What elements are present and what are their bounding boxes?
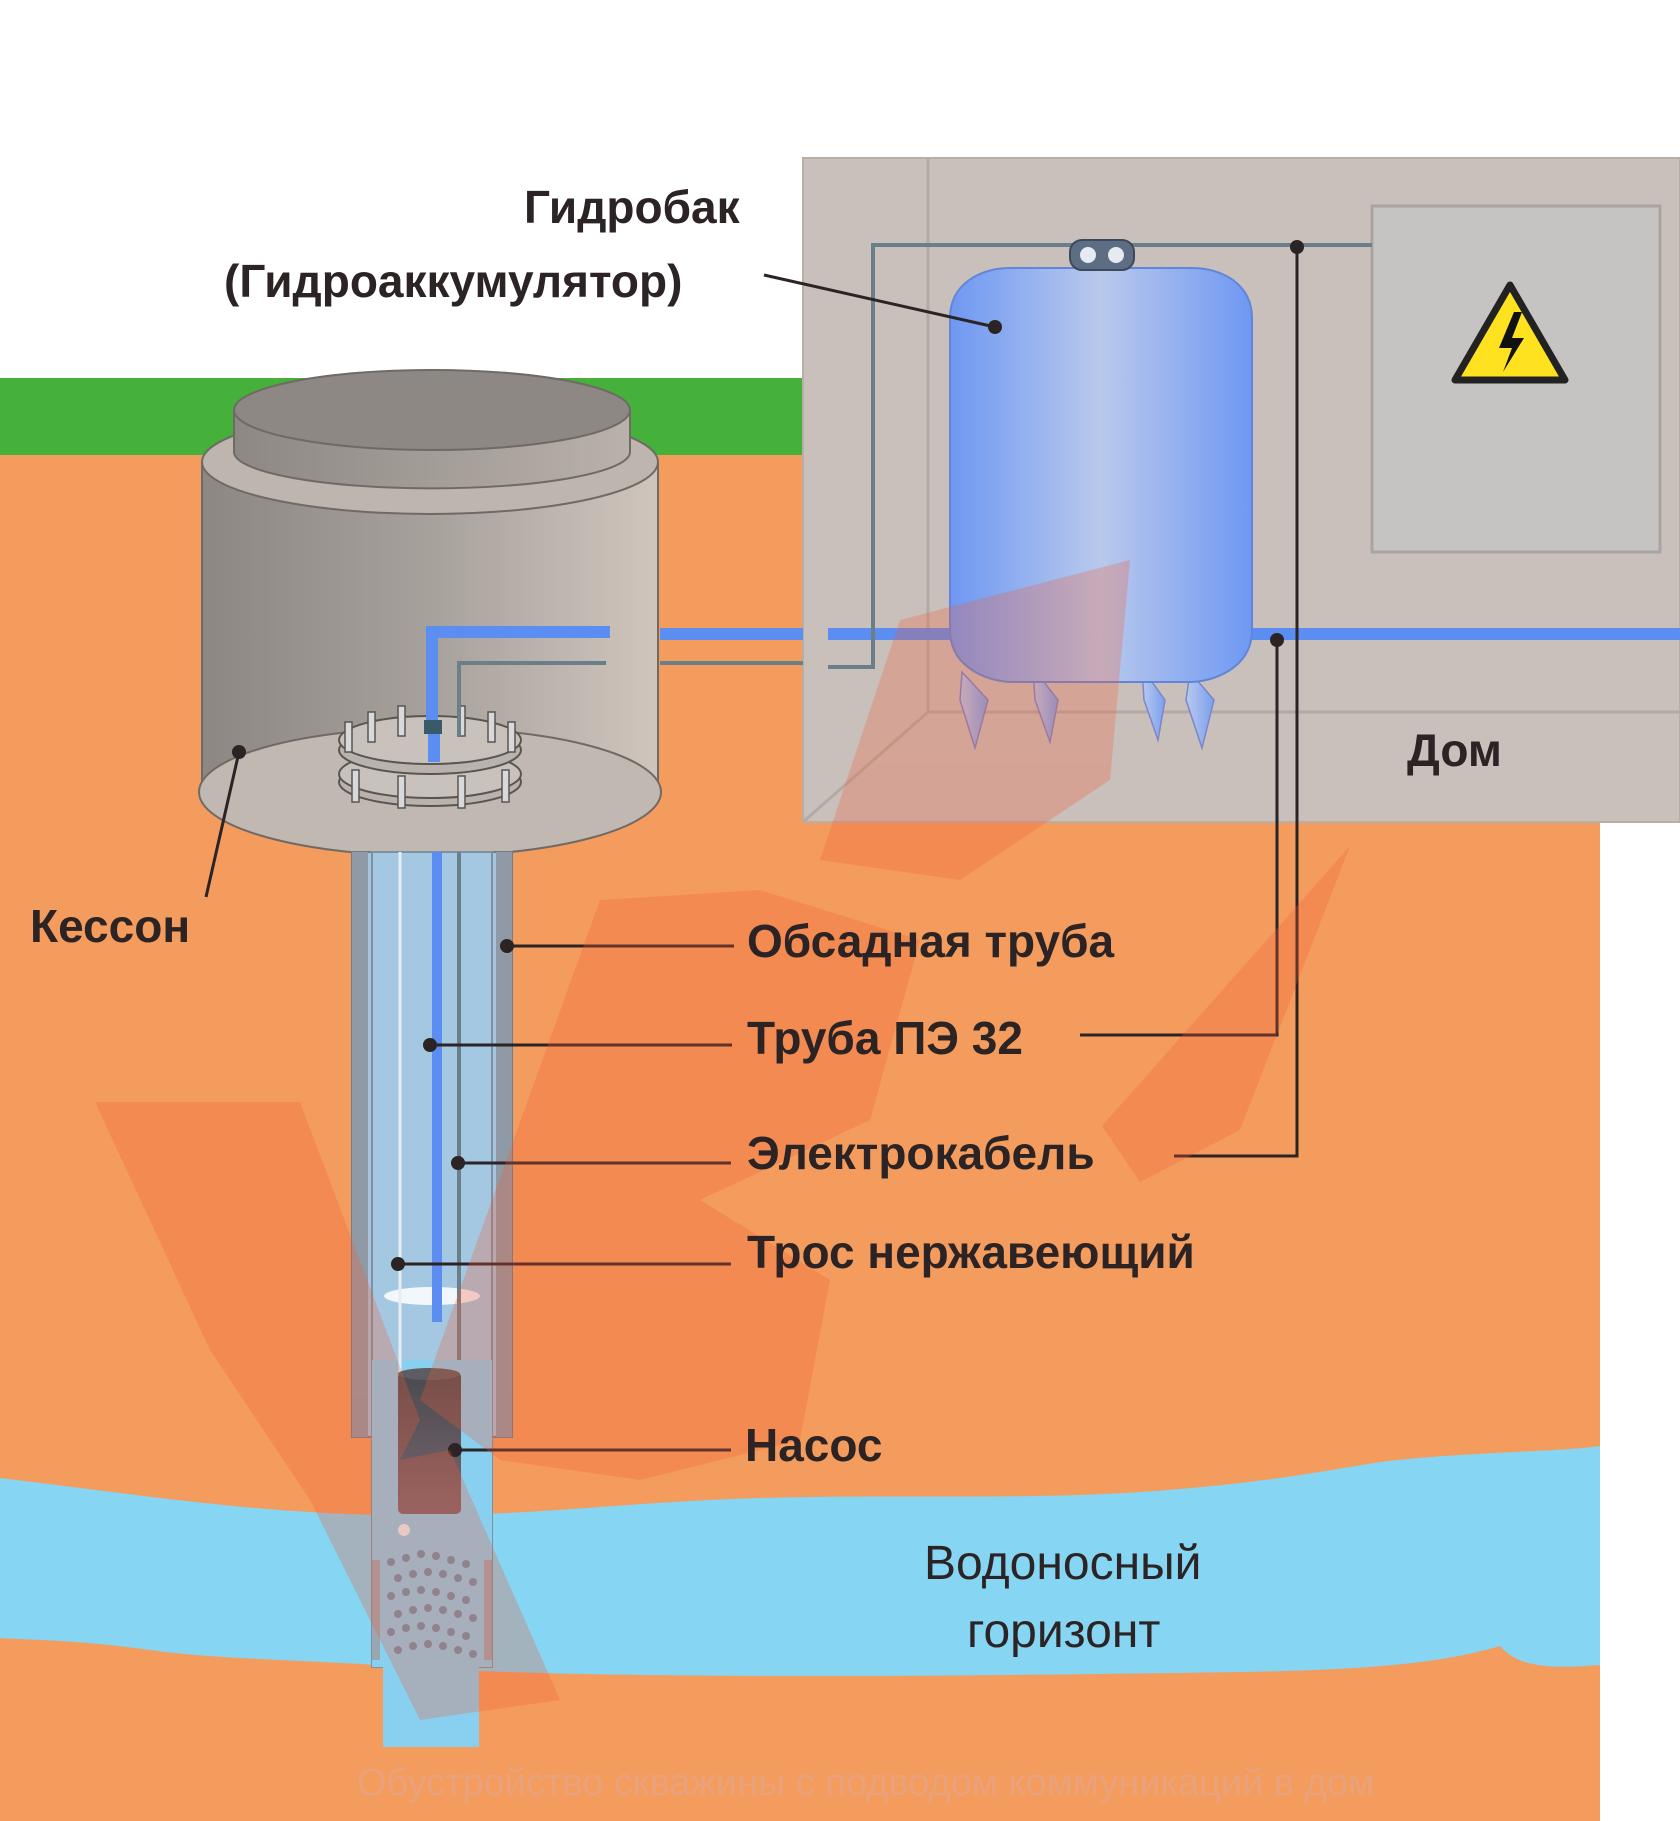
- leader-hydro-tank: [763, 273, 996, 329]
- hydro-tank: [949, 239, 1253, 751]
- label-electric-cable: Электрокабель: [747, 1127, 1095, 1179]
- label-aquifer-sub: горизонт: [967, 1605, 1161, 1658]
- label-house: Дом: [1407, 724, 1502, 776]
- leader-dots: [232, 240, 1304, 1457]
- label-hydro-tank: Гидробак: [524, 181, 740, 233]
- label-casing-pipe: Обсадная труба: [747, 915, 1115, 967]
- label-caisson: Кессон: [30, 900, 191, 952]
- figure-caption: Обустройство скважины с подводом коммуни…: [357, 1762, 1375, 1804]
- high-voltage-warning-icon: [1451, 281, 1569, 384]
- leader-caisson: [204, 751, 241, 898]
- watermark-logo: [95, 560, 1350, 1720]
- label-hydro-tank-sub: (Гидроаккумулятор): [224, 255, 683, 307]
- leader-electric-cable-to-house: [1174, 247, 1299, 1158]
- leader-lines: [204, 247, 1299, 1452]
- label-pump: Насос: [745, 1419, 883, 1471]
- pump: [398, 1368, 461, 1536]
- electrical-panel: [1370, 204, 1662, 554]
- label-steel-cable: Трос нержавеющий: [747, 1226, 1195, 1278]
- filter-perforations: [387, 1550, 477, 1658]
- label-pe-pipe: Труба ПЭ 32: [747, 1012, 1023, 1064]
- leader-pe-pipe-to-house: [1080, 640, 1279, 1037]
- label-aquifer: Водоносный: [924, 1537, 1202, 1590]
- right-margin: [1600, 820, 1680, 1821]
